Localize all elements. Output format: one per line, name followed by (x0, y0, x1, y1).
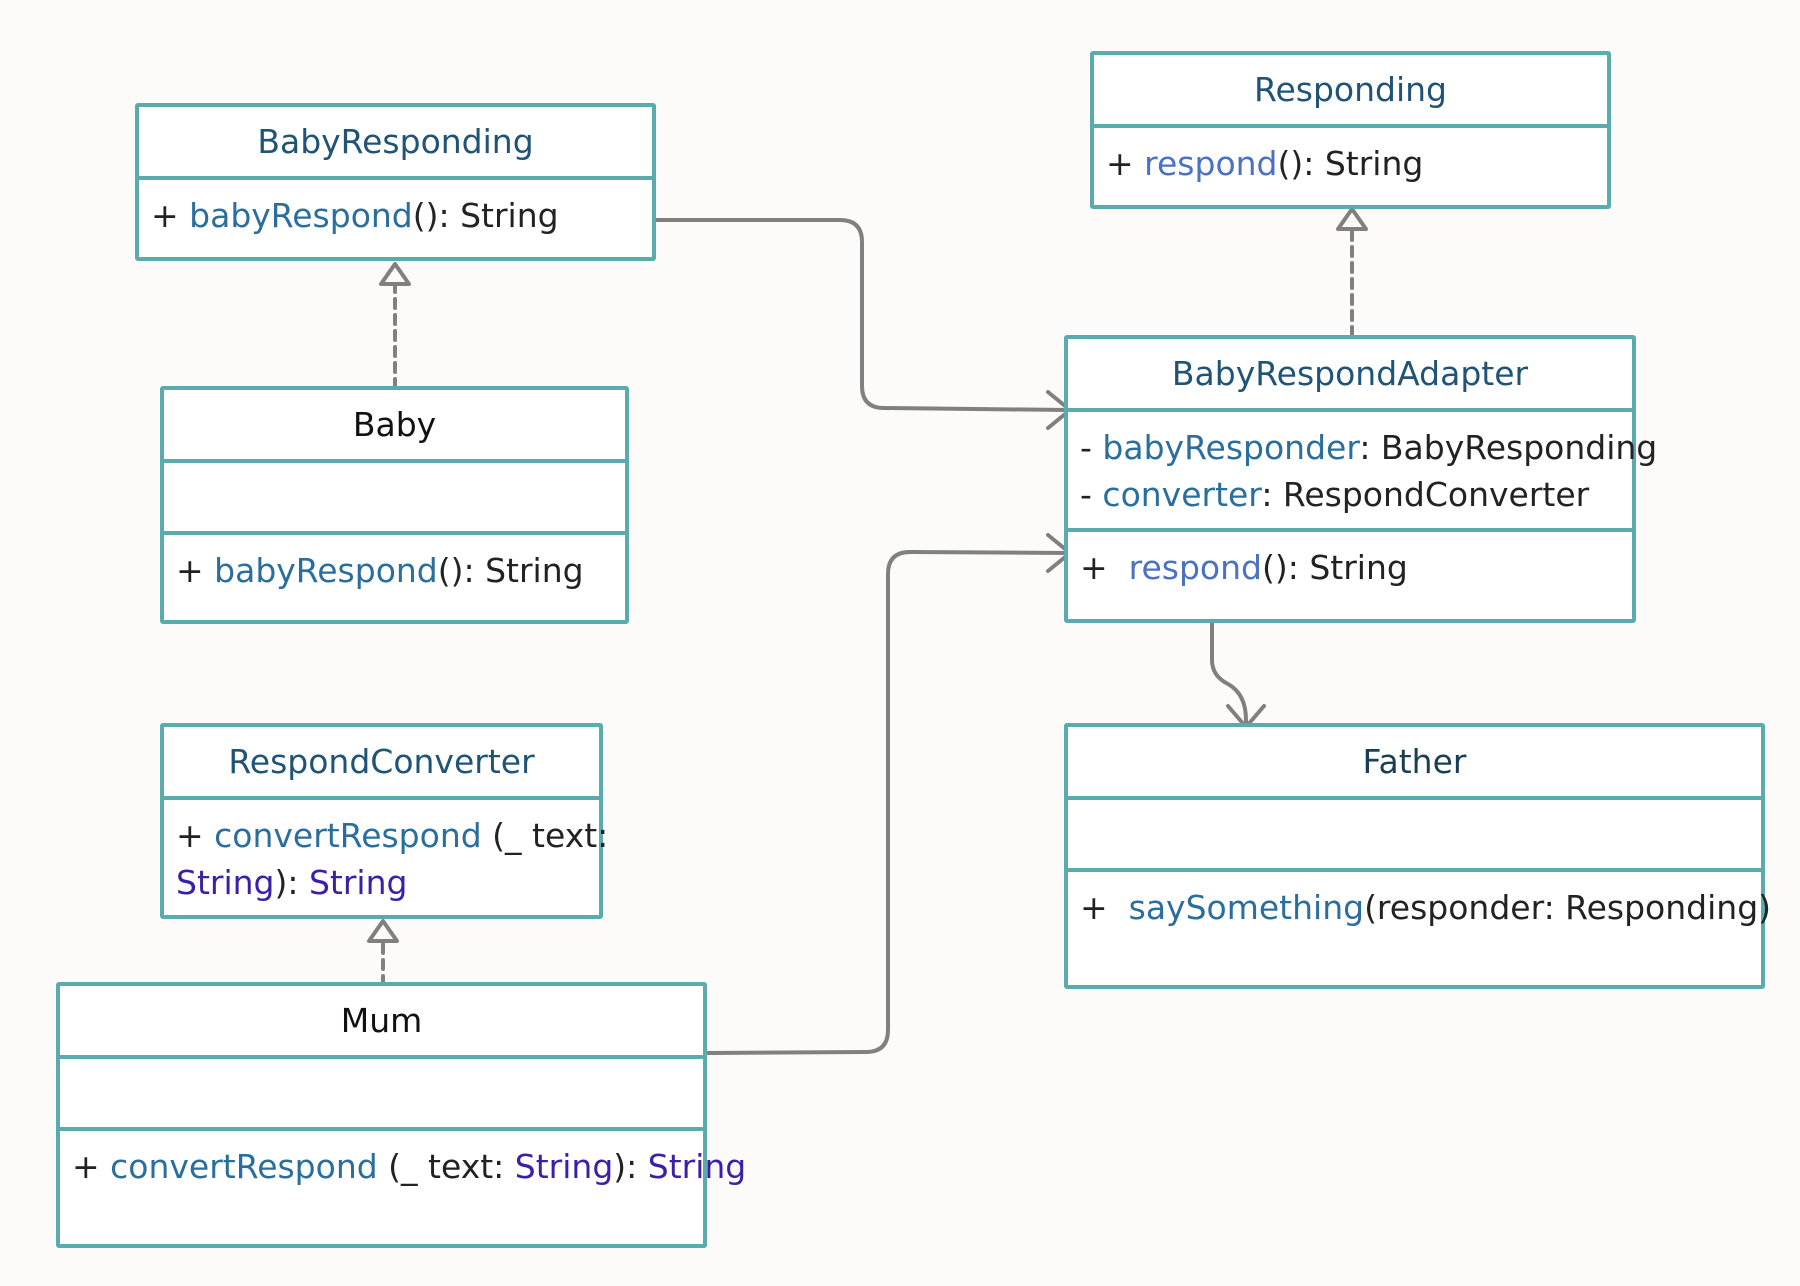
param-type: String (176, 863, 275, 902)
method-name: saySomething (1128, 888, 1365, 927)
return-type: String (308, 863, 408, 902)
attributes-empty (60, 1059, 703, 1131)
attribute-name: converter (1102, 475, 1262, 514)
method-name: respond (1128, 548, 1262, 587)
method-name: respond (1144, 144, 1278, 183)
attributes-empty (164, 463, 625, 535)
method-row: + respond(): String (1106, 144, 1424, 183)
class-baby-respond-adapter[interactable]: BabyRespondAdapter - babyResponder: Baby… (1064, 335, 1658, 623)
method-row: + saySomething(responder: Responding) (1080, 888, 1772, 927)
method-row: + respond(): String (1080, 548, 1408, 587)
attributes-empty (1068, 800, 1761, 872)
attribute-name: babyResponder (1102, 428, 1360, 467)
association-babyresponding-to-adapter (652, 218, 1070, 412)
method-name: babyRespond (189, 196, 413, 235)
class-respond-converter[interactable]: RespondConverter + convertRespond (_ tex… (160, 723, 609, 919)
class-title: Responding (1094, 55, 1607, 128)
return-type: String (647, 1147, 747, 1186)
class-responding[interactable]: Responding + respond(): String (1090, 51, 1611, 209)
association-adapter-to-father (1210, 622, 1248, 728)
attributes-section: - babyResponder: BabyResponding - conver… (1068, 412, 1658, 532)
param-type: String (514, 1147, 614, 1186)
class-baby[interactable]: Baby + babyRespond(): String (160, 386, 629, 624)
method-name: convertRespond (110, 1147, 378, 1186)
class-baby-responding[interactable]: BabyResponding + babyRespond(): String (135, 103, 656, 261)
association-mum-to-adapter (706, 550, 1070, 1055)
attribute-row: - converter: RespondConverter (1080, 475, 1590, 514)
method-name: convertRespond (214, 816, 482, 855)
class-title: RespondConverter (164, 727, 599, 800)
class-mum[interactable]: Mum + convertRespond (_ text: String): S… (56, 982, 747, 1248)
class-title: BabyResponding (139, 107, 652, 180)
method-row: + convertRespond (_ text: String): Strin… (72, 1147, 747, 1186)
class-title: Baby (164, 390, 625, 463)
method-name: babyRespond (214, 551, 438, 590)
attribute-row: - babyResponder: BabyResponding (1080, 428, 1658, 467)
method-row: + babyRespond(): String (176, 551, 584, 590)
method-row: + babyRespond(): String (151, 196, 559, 235)
realization-arrowhead-responding (1336, 207, 1368, 231)
class-title: Mum (60, 986, 703, 1059)
class-father[interactable]: Father + saySomething(responder: Respond… (1064, 723, 1772, 989)
method-row: + convertRespond (_ text: String): Strin… (176, 816, 609, 902)
realization-arrowhead-respondconverter (367, 919, 399, 943)
realization-arrowhead-babyresponding (379, 262, 411, 286)
class-title: BabyRespondAdapter (1068, 339, 1632, 412)
class-title: Father (1068, 727, 1761, 800)
